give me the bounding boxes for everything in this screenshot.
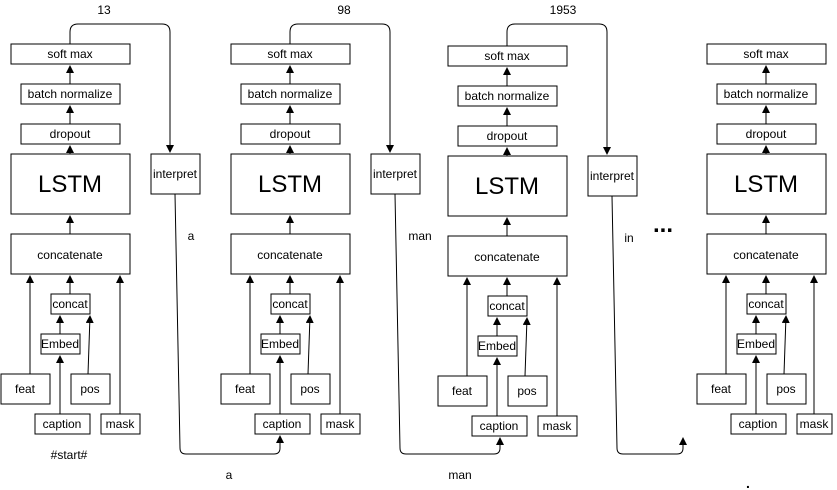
batchnorm-label-3: batch normalize [465, 89, 550, 103]
next-input-word-1: a [226, 468, 233, 482]
arrow-pos-to-concat-4 [781, 315, 790, 375]
trailing-mark: . [746, 475, 750, 490]
pos-box-4 [766, 373, 807, 405]
arrow-softmax-to-interpret-2 [289, 23, 394, 153]
concatenate-box-2 [230, 233, 351, 275]
caption-box-3 [471, 415, 528, 437]
timestep-1: 13 soft max batch normalize dropout LSTM… [0, 3, 284, 482]
lstm-box-2 [230, 153, 351, 215]
embed-label-3: Embed [478, 339, 516, 353]
timestep-3: 1953 soft max batch normalize dropout LS… [437, 3, 687, 455]
predicted-word-3: in [624, 231, 633, 245]
dropout-label-3: dropout [487, 129, 528, 143]
embed-label-4: Embed [737, 337, 775, 351]
interpret-label-1: interpret [153, 167, 198, 181]
pos-box-2 [290, 373, 331, 405]
lstm-label-4: LSTM [734, 171, 798, 198]
concatenate-label-1: concatenate [37, 248, 103, 262]
arrow-interpret-to-next-step-3 [611, 195, 687, 455]
predicted-word-2: man [408, 229, 431, 243]
pos-label-2: pos [300, 382, 319, 396]
mask-label-1: mask [106, 417, 136, 431]
feat-label-3: feat [452, 384, 473, 398]
caption-label-3: caption [480, 419, 519, 433]
concatenate-box-3 [447, 235, 568, 277]
lstm-label-2: LSTM [258, 171, 322, 198]
embed-label-1: Embed [41, 337, 79, 351]
lstm-label-1: LSTM [38, 171, 102, 198]
dropout-label-1: dropout [50, 127, 91, 141]
pos-box-1 [70, 373, 111, 405]
caption-box-1 [34, 413, 91, 435]
softmax-label-1: soft max [47, 47, 92, 61]
arrow-pos-to-concat-2 [305, 315, 314, 375]
feat-box-2 [220, 373, 271, 405]
arrow-pos-to-concat-1 [85, 315, 94, 375]
concat-label-1: concat [52, 297, 88, 311]
interpret-box-3 [587, 155, 638, 197]
arrow-interpret-to-next-caption-2 [394, 193, 504, 455]
feat-box-3 [437, 375, 488, 407]
concat-label-2: concat [272, 297, 308, 311]
caption-label-1: caption [43, 417, 82, 431]
feat-label-2: feat [235, 382, 256, 396]
feat-label-4: feat [711, 382, 732, 396]
batchnorm-label-2: batch normalize [248, 87, 333, 101]
caption-label-4: caption [739, 417, 778, 431]
embed-label-2: Embed [261, 337, 299, 351]
start-token: #start# [51, 448, 88, 462]
ellipsis: ... [653, 211, 673, 238]
interpret-label-3: interpret [590, 169, 635, 183]
arrow-softmax-to-interpret-3 [506, 23, 611, 155]
caption-box-4 [730, 413, 787, 435]
pos-label-1: pos [80, 382, 99, 396]
interpret-box-1 [150, 153, 201, 195]
batchnorm-label-4: batch normalize [724, 87, 809, 101]
output-index-1: 13 [97, 3, 111, 17]
feat-box-4 [696, 373, 747, 405]
caption-box-2 [254, 413, 311, 435]
feat-box-1 [0, 373, 51, 405]
timestep-4: soft max batch normalize dropout LSTM co… [696, 43, 833, 435]
timestep-2: 98 soft max batch normalize dropout LSTM… [220, 3, 504, 482]
lstm-label-3: LSTM [475, 173, 539, 200]
pos-box-3 [507, 375, 548, 407]
mask-label-2: mask [326, 417, 356, 431]
mask-label-3: mask [543, 419, 573, 433]
concat-label-3: concat [489, 299, 525, 313]
concatenate-box-1 [10, 233, 131, 275]
interpret-label-2: interpret [373, 167, 418, 181]
softmax-label-2: soft max [267, 47, 312, 61]
softmax-box-4 [706, 43, 827, 65]
output-index-3: 1953 [550, 3, 577, 17]
caption-label-2: caption [263, 417, 302, 431]
pos-label-4: pos [776, 382, 795, 396]
dropout-label-4: dropout [746, 127, 787, 141]
softmax-label-4: soft max [743, 47, 788, 61]
output-index-2: 98 [337, 3, 351, 17]
concatenate-label-2: concatenate [257, 248, 323, 262]
lstm-box-3 [447, 155, 568, 217]
softmax-label-3: soft max [484, 49, 529, 63]
concatenate-label-3: concatenate [474, 250, 540, 264]
predicted-word-1: a [188, 229, 195, 243]
pos-label-3: pos [517, 384, 536, 398]
interpret-box-2 [370, 153, 421, 195]
concatenate-label-4: concatenate [733, 248, 799, 262]
batchnorm-label-1: batch normalize [28, 87, 113, 101]
lstm-box-1 [10, 153, 131, 215]
next-input-word-2: man [448, 468, 471, 482]
concat-label-4: concat [748, 297, 784, 311]
mask-label-4: mask [800, 417, 830, 431]
arrow-softmax-to-interpret-1 [69, 23, 174, 153]
arrow-interpret-to-next-caption-1 [174, 193, 284, 455]
concatenate-box-4 [706, 233, 827, 275]
dropout-label-2: dropout [270, 127, 311, 141]
lstm-box-4 [706, 153, 827, 215]
feat-label-1: feat [15, 382, 36, 396]
arrow-pos-to-concat-3 [522, 317, 531, 377]
